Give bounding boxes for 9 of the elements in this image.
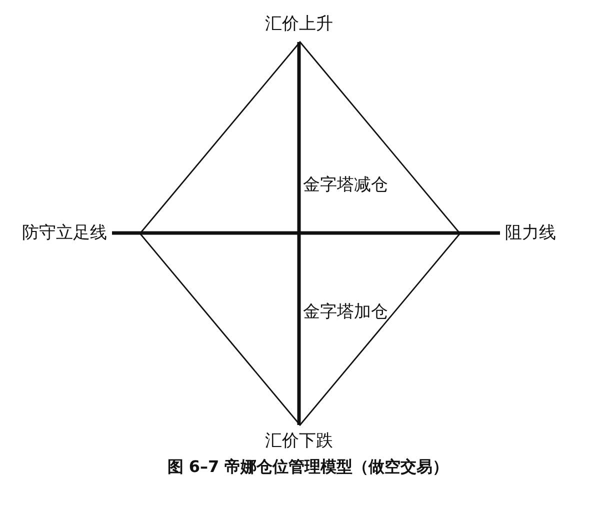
- axis-label: 防守立足线: [22, 223, 107, 243]
- caption: 图 6–7 帝娜仓位管理模型（做空交易）: [166, 457, 450, 477]
- region-label: 金字塔减仓: [303, 175, 388, 195]
- region-label: 金字塔加仓: [303, 302, 388, 322]
- axis-label: 阻力线: [505, 223, 556, 243]
- axis-label: 汇价下跌: [265, 431, 333, 451]
- thick-line: [112, 231, 500, 235]
- axis-label: 汇价上升: [265, 14, 333, 34]
- thick-line: [297, 42, 301, 425]
